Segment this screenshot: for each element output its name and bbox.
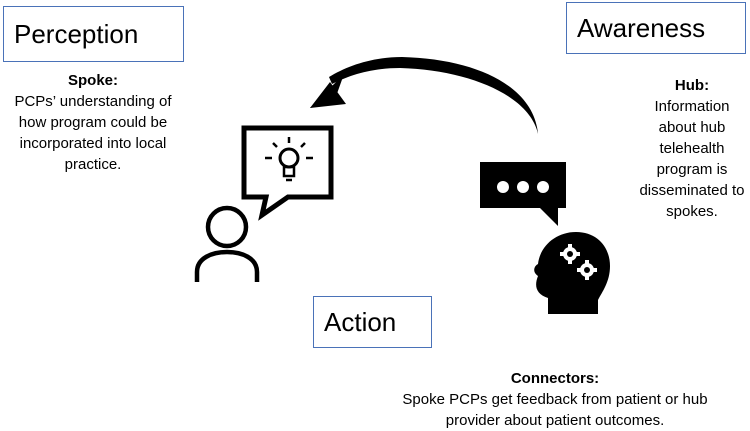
perception-heading: Spoke: bbox=[67, 72, 118, 89]
awareness-description: Hub: Information about hub telehealth pr… bbox=[638, 75, 746, 222]
awareness-title: Awareness bbox=[577, 12, 706, 43]
awareness-heading: Hub: bbox=[674, 77, 710, 94]
awareness-title-box: Awareness bbox=[566, 2, 746, 54]
person-icon bbox=[194, 205, 260, 282]
perception-description: Spoke: PCPs’ understanding of how progra… bbox=[8, 70, 178, 175]
action-title: Action bbox=[324, 306, 397, 337]
action-text: Spoke PCPs get feedback from patient or … bbox=[402, 391, 708, 429]
awareness-text: Information about hub telehealth program… bbox=[639, 98, 745, 220]
chat-bubble-icon bbox=[480, 162, 566, 226]
perception-title: Perception bbox=[14, 18, 139, 49]
perception-title-box: Perception bbox=[3, 6, 184, 62]
curved-arrow-icon bbox=[310, 57, 538, 134]
action-title-box: Action bbox=[313, 296, 432, 348]
lightbulb-speech-bubble-icon bbox=[241, 125, 334, 221]
perception-text: PCPs’ understanding of how program could… bbox=[14, 93, 172, 173]
action-description: Connectors: Spoke PCPs get feedback from… bbox=[395, 368, 715, 431]
action-heading: Connectors: bbox=[510, 370, 600, 387]
head-gears-icon bbox=[534, 232, 610, 314]
